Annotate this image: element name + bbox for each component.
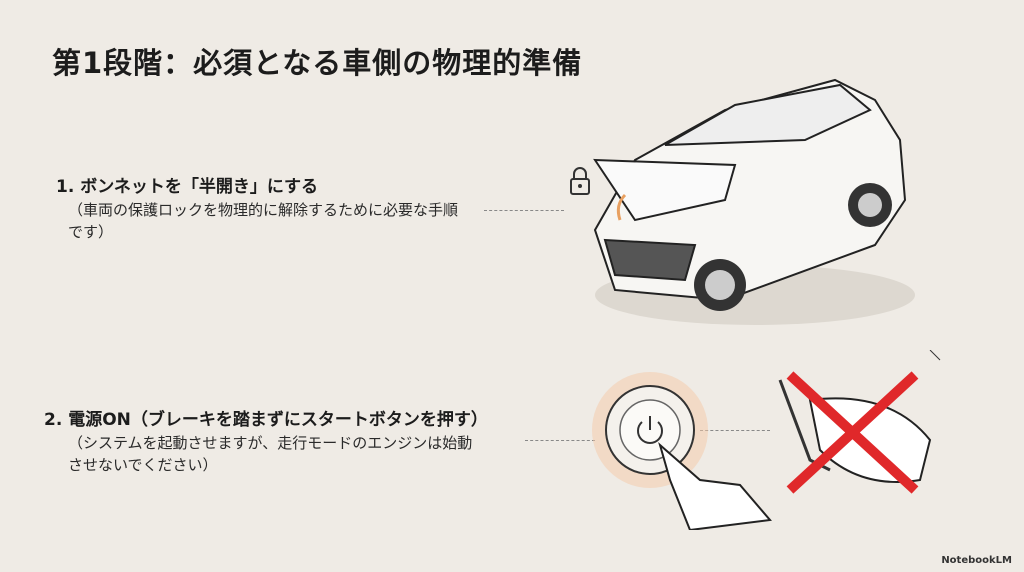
connector-line: [525, 440, 595, 441]
lock-icon: [570, 167, 590, 195]
hand-icon: [658, 442, 772, 530]
brand-label: NotebookLM: [941, 555, 1012, 566]
car-illustration: [593, 78, 915, 325]
start-button-illustration: [592, 372, 772, 530]
connector-line: [700, 430, 770, 431]
connector-line: [484, 210, 564, 211]
slide-title: 第1段階：必須となる車側の物理的準備: [52, 46, 583, 80]
step-2-heading: 2. 電源ON（ブレーキを踏まずにスタートボタンを押す）: [44, 410, 488, 430]
step-2-description: （システムを起動させますが、走行モードのエンジンは始動させないでください）: [68, 434, 473, 474]
step-1-heading: 1. ボンネットを「半開き」にする: [56, 177, 319, 197]
brake-pedal-crossed-illustration: [778, 350, 941, 494]
power-icon: [637, 421, 663, 444]
brand-logo: NotebookLM: [941, 555, 1012, 566]
step-1-description: （車両の保護ロックを物理的に解除するために必要な手順です）: [68, 201, 459, 241]
